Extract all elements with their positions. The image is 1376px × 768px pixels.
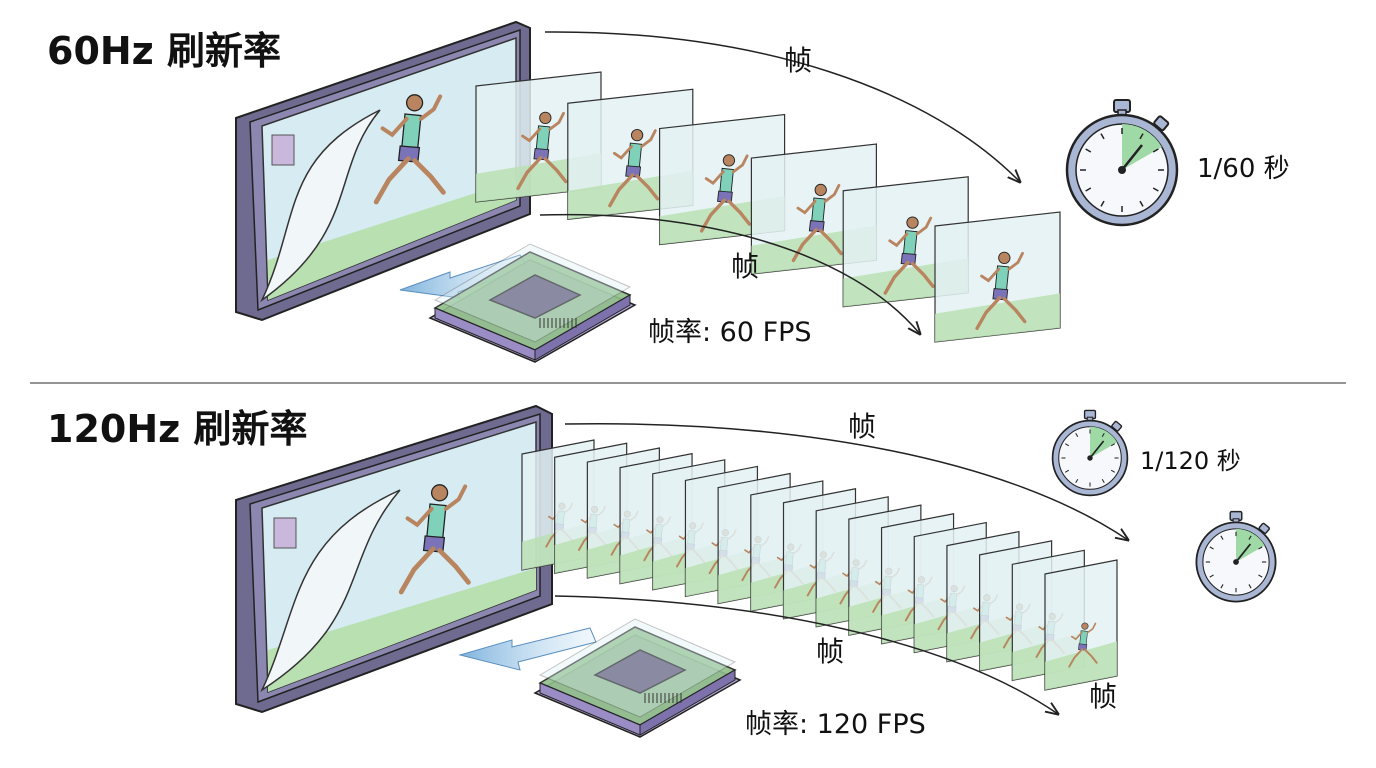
frame-label: 帧 [784,44,812,77]
frame-arrow-top [564,422,1128,540]
frame-time-label: 1/120 秒 [1140,447,1241,475]
frame-sequence [521,439,1118,691]
panel-120hz: 120Hz 刷新率 [47,404,1277,740]
monitor [235,404,553,714]
frame-label: 帧 [848,410,876,443]
frame-arrow-bottom [539,213,920,334]
runner-figure [398,484,471,595]
stopwatch-icon [1065,99,1179,227]
frame-arrow-top [544,31,1020,182]
frame-label: 帧 [731,250,759,283]
frame-arrow-bottom [554,595,1058,714]
panel-60hz: 60Hz 刷新率 [47,20,1290,363]
frame-label: 帧 [1089,680,1117,713]
gpu-chip-icon [533,618,742,738]
monitor [235,20,531,322]
animation-frame [1044,559,1118,691]
panel-title: 120Hz 刷新率 [47,407,307,451]
frame-label: 帧 [816,635,844,668]
runner-figure [373,94,446,205]
gpu-chip-icon [428,243,637,363]
fps-label: 帧率: 60 FPS [648,317,812,348]
data-flow-arrow [458,627,597,671]
frame-sequence [475,71,1061,343]
stopwatch-icon [1051,409,1129,497]
animation-frame [934,211,1061,343]
stopwatch-icon [1195,510,1277,603]
frame-time-label: 1/60 秒 [1197,154,1290,184]
fps-label: 帧率: 120 FPS [745,709,926,740]
panel-title: 60Hz 刷新率 [47,29,281,73]
